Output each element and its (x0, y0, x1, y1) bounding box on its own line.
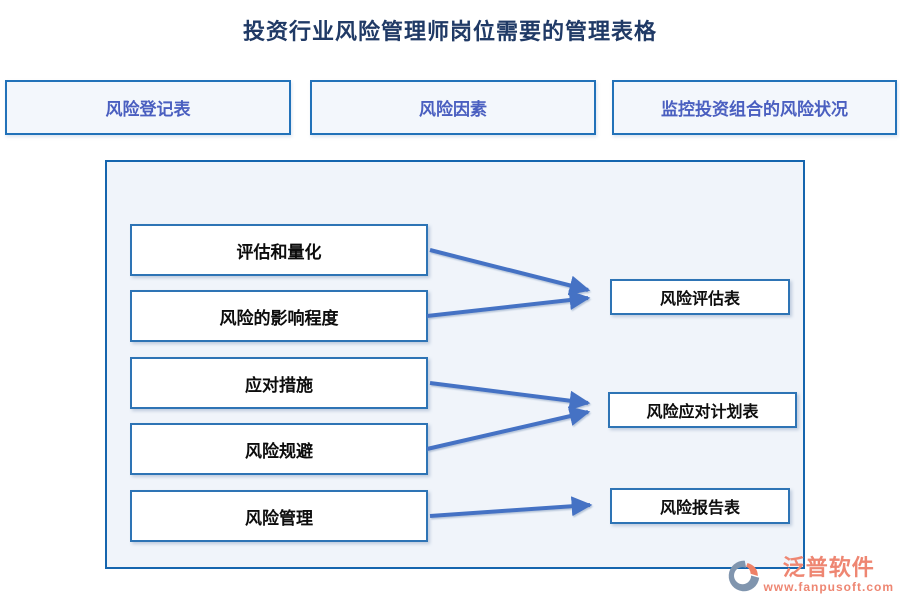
node-risk-report-table-label: 风险报告表 (659, 500, 740, 517)
node-risk-avoidance: 风险规避 (130, 423, 428, 475)
node-response-measures-label: 应对措施 (245, 375, 313, 395)
top-box-risk-factors: 风险因素 (310, 80, 596, 135)
brand-name: 泛普软件 (782, 555, 875, 580)
node-risk-report-table: 风险报告表 (610, 488, 790, 524)
top-box-monitor-portfolio-risk: 监控投资组合的风险状况 (612, 80, 897, 135)
top-box-risk-register: 风险登记表 (5, 80, 291, 135)
node-risk-assessment-table: 风险评估表 (610, 279, 790, 315)
brand-website: www.fanpusoft.com (763, 580, 894, 594)
top-box-monitor-portfolio-risk-label: 监控投资组合的风险状况 (661, 100, 848, 119)
node-risk-assessment-table-label: 风险评估表 (659, 291, 740, 308)
node-assess-quantify-label: 评估和量化 (236, 242, 322, 262)
page-title: 投资行业风险管理师岗位需要的管理表格 (242, 19, 657, 44)
top-box-risk-factors-label: 风险因素 (419, 100, 487, 119)
node-risk-impact-degree: 风险的影响程度 (130, 290, 428, 342)
top-box-risk-register-label: 风险登记表 (105, 100, 191, 119)
node-risk-response-plan-table-label: 风险应对计划表 (646, 404, 759, 421)
node-risk-management: 风险管理 (130, 490, 428, 542)
node-risk-response-plan-table: 风险应对计划表 (608, 392, 797, 428)
fanpu-logo: 泛普软件 www.fanpusoft.com (725, 556, 894, 594)
fanpu-logo-icon (729, 560, 760, 592)
node-risk-management-label: 风险管理 (245, 508, 313, 528)
node-risk-impact-degree-label: 风险的影响程度 (219, 308, 339, 328)
node-assess-quantify: 评估和量化 (130, 224, 428, 276)
node-risk-avoidance-label: 风险规避 (245, 441, 313, 461)
node-response-measures: 应对措施 (130, 357, 428, 409)
